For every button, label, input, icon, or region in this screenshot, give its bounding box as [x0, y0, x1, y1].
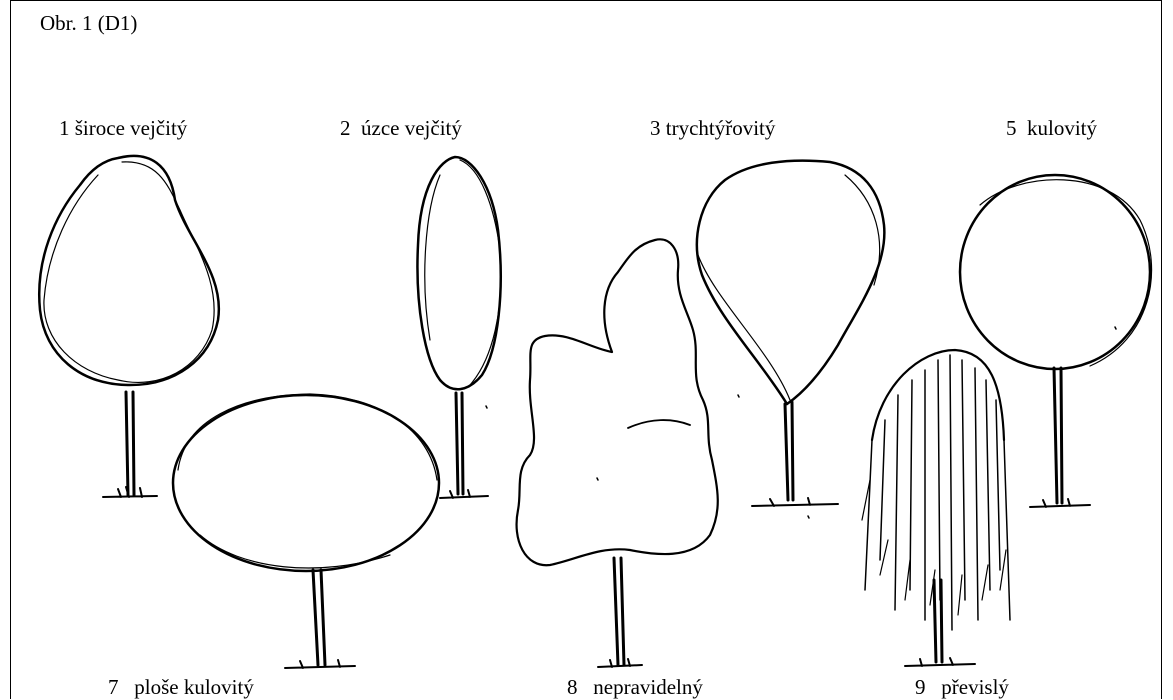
tree-oblate-spherical [173, 394, 439, 668]
drawing-specks [486, 327, 1116, 518]
tree-narrowly-ovate [417, 157, 501, 498]
tree-funnel-shaped [697, 161, 884, 506]
tree-broadly-ovate [39, 156, 219, 497]
tree-spherical [960, 175, 1152, 507]
tree-weeping [862, 350, 1010, 666]
tree-irregular [517, 239, 718, 667]
